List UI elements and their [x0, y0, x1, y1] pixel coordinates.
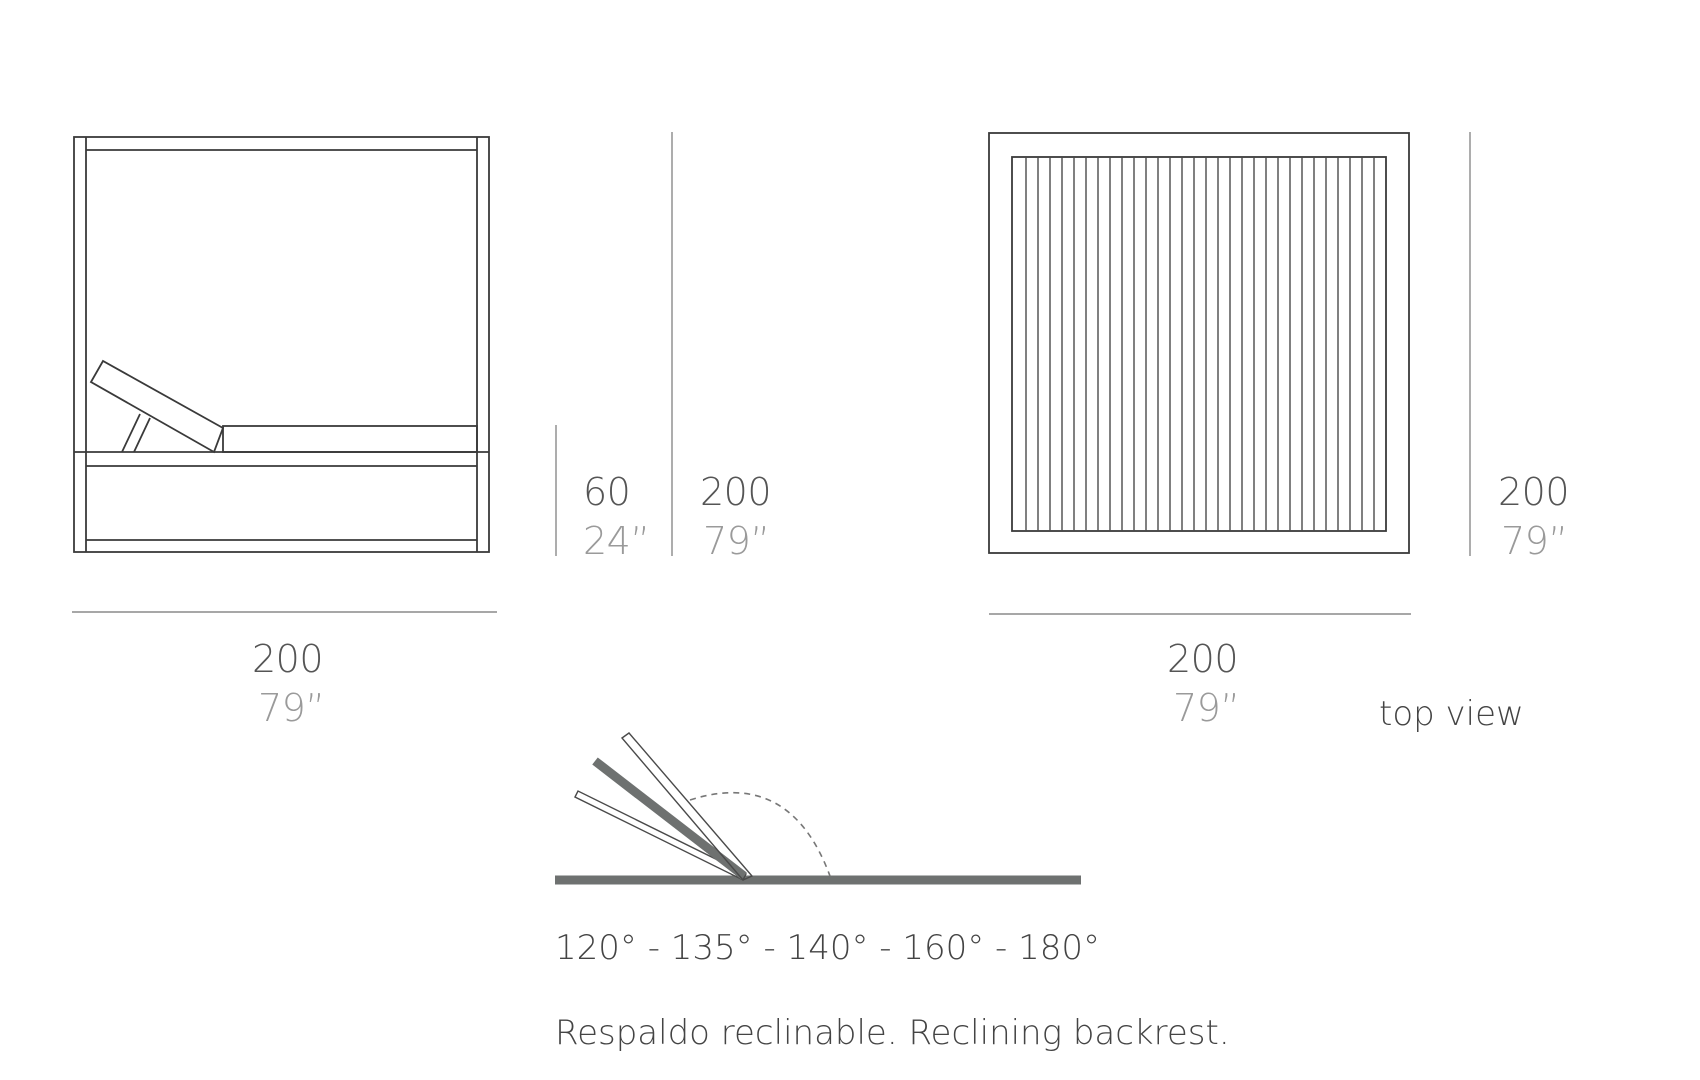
- top-width-inch: 79”: [1173, 686, 1240, 730]
- side-height-inch: 79”: [703, 519, 770, 563]
- backrest-outline-160: [574, 790, 747, 881]
- side-width-cm: 200: [252, 637, 324, 681]
- recline-angles-text: 120° - 135° - 140° - 160° - 180°: [555, 928, 1101, 968]
- backrest-outline-135: [620, 732, 754, 881]
- recline-angle-arc: [689, 792, 831, 877]
- top-depth-inch: 79”: [1501, 519, 1568, 563]
- recline-diagram: [555, 732, 1081, 885]
- top-view-slats: [1025, 157, 1375, 531]
- seat-height-inch: 24”: [583, 519, 650, 563]
- side-width-inch: 79”: [258, 686, 325, 730]
- side-view-drawing: [73, 136, 490, 553]
- seat-height-cm: 60: [583, 470, 631, 514]
- top-depth-cm: 200: [1498, 470, 1570, 514]
- top-view-drawing: [988, 132, 1410, 554]
- recline-caption: Respaldo reclinable. Reclining backrest.: [555, 1013, 1230, 1053]
- backrest-solid-140: [592, 757, 747, 880]
- side-height-cm: 200: [700, 470, 772, 514]
- top-view-label: top view: [1379, 694, 1524, 734]
- top-width-cm: 200: [1167, 637, 1239, 681]
